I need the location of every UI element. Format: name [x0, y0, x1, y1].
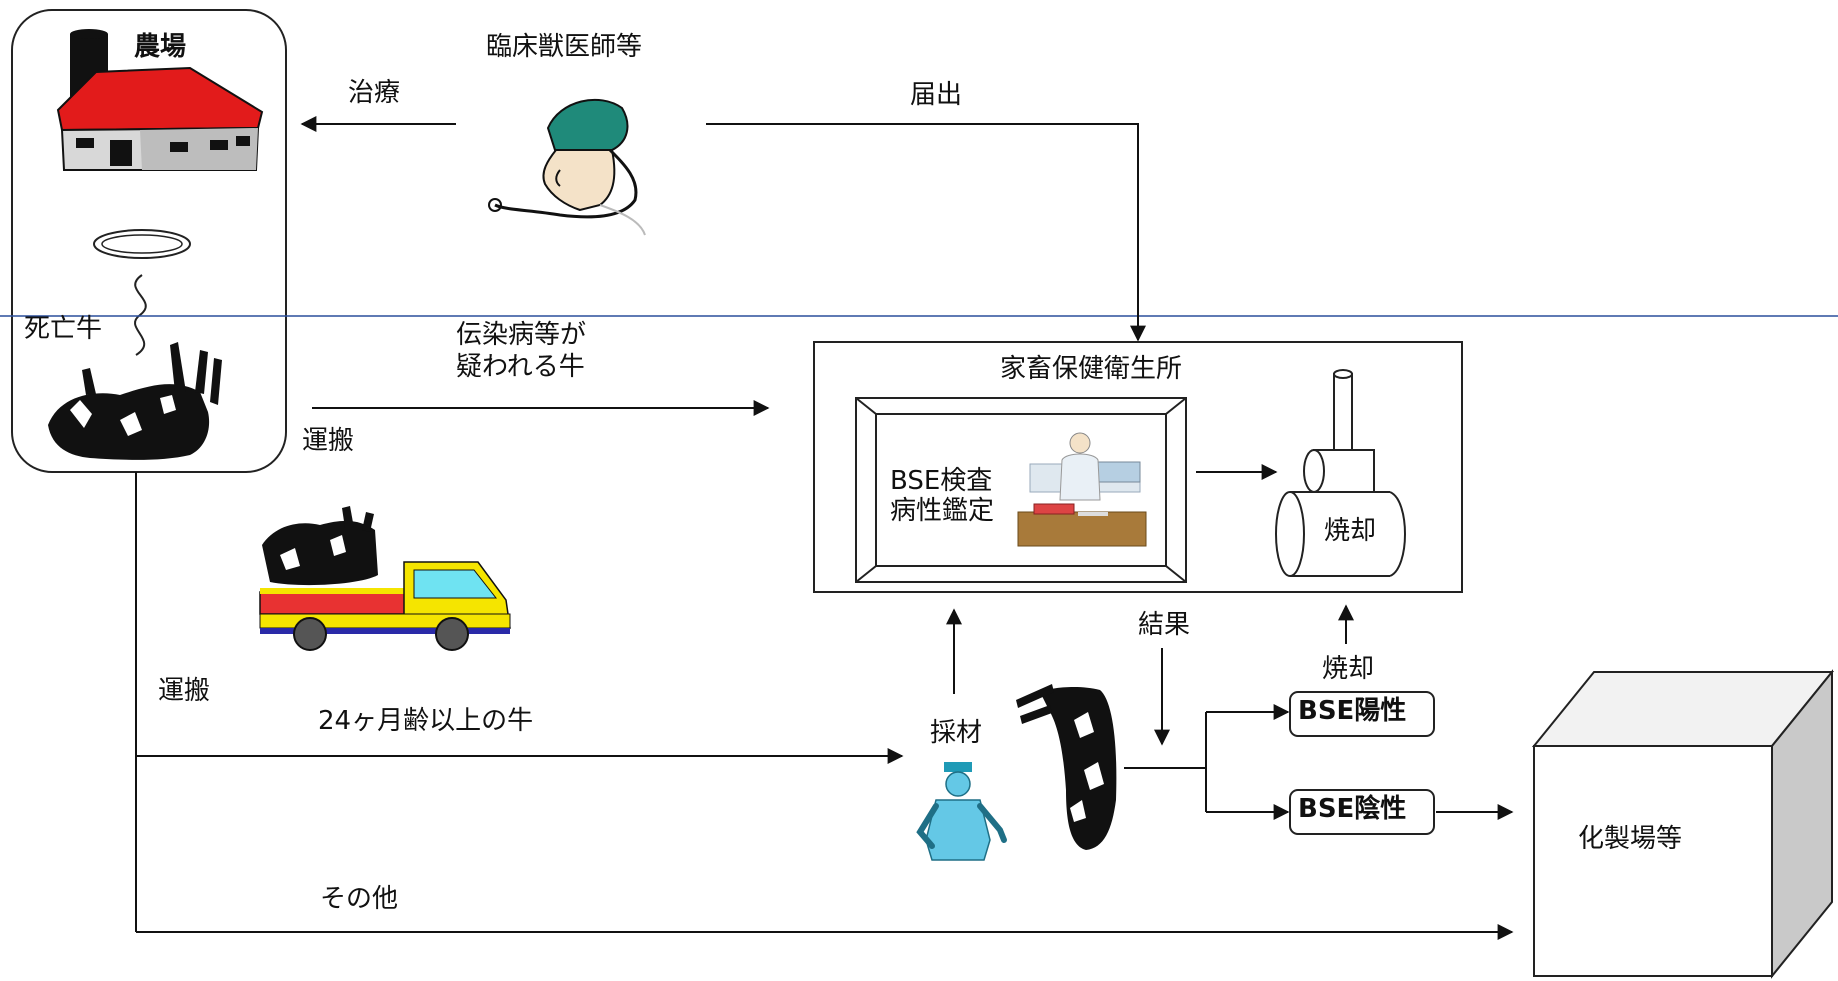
sampled-cow-icon: [1016, 684, 1117, 850]
dead-cattle-icon: [48, 342, 222, 460]
incinerate-label: 焼却: [1322, 654, 1375, 684]
lab-scientist-icon: [1017, 432, 1147, 547]
bse-negative-box: [1289, 789, 1435, 835]
incinerator-label: 焼却: [1324, 516, 1377, 546]
treatment-label: 治療: [348, 78, 401, 108]
incinerator-icon: [1275, 369, 1406, 577]
farm-box: [11, 9, 287, 473]
bse-positive-box: [1289, 691, 1435, 737]
transport-label-1: 運搬: [302, 426, 355, 456]
rendering-plant-box: [1531, 669, 1835, 979]
rendering-label: 化製場等: [1578, 824, 1683, 854]
transport-label-2: 運搬: [158, 676, 211, 706]
sampling-label: 採材: [930, 718, 983, 748]
bse-negative-label: BSE陰性: [1298, 794, 1407, 824]
test-label-line1: BSE検査: [890, 466, 993, 496]
over24-label: 24ヶ月齢以上の牛: [318, 706, 534, 736]
bse-positive-label: BSE陽性: [1298, 696, 1407, 726]
barn-icon: [56, 29, 264, 171]
other-label: その他: [320, 884, 399, 914]
report-label: 届出: [910, 80, 963, 110]
farm-title: 農場: [134, 32, 187, 62]
worker-icon: [916, 762, 1007, 861]
halo-icon: [93, 229, 191, 259]
report-arrow: [706, 123, 1146, 342]
truck-icon: [259, 506, 511, 651]
center-title: 家畜保健衛生所: [1000, 354, 1183, 384]
dead-cattle-label: 死亡牛: [24, 314, 103, 344]
vet-icon: [488, 98, 646, 236]
spirit-squiggle: [133, 274, 147, 356]
test-label-line2: 病性鑑定: [890, 496, 995, 526]
suspected-label-line2: 疑われる牛: [456, 352, 585, 382]
result-label: 結果: [1138, 610, 1191, 640]
suspected-label-line1: 伝染病等が: [456, 320, 587, 350]
vet-title: 臨床獣医師等: [486, 32, 643, 62]
